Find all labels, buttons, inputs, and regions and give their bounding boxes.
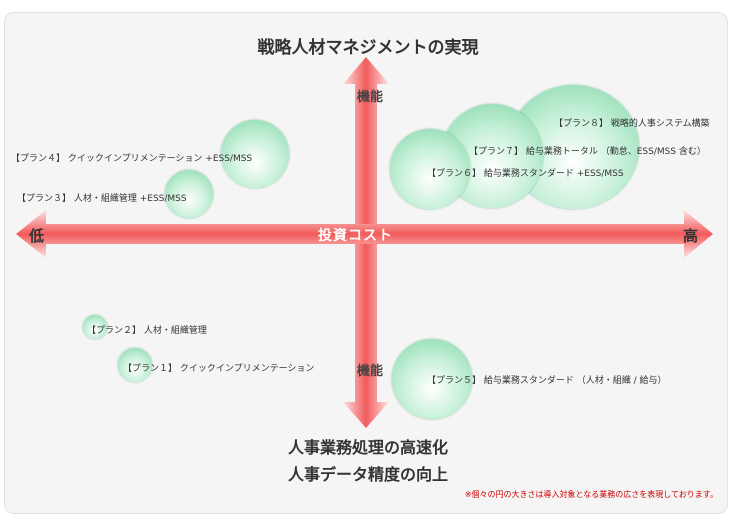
plan-6-label: 【プラン６】 給与業務スタンダード +ESS/MSS	[427, 169, 624, 179]
bubble-plan-3	[165, 170, 213, 218]
bubble-plan-1	[118, 348, 152, 382]
plan-8-label: 【プラン８】 戦略的人事システム構築	[554, 119, 710, 129]
bubble-plan-6	[390, 129, 470, 209]
footnote: ※個々の円の大きさは導入対象となる業務の広さを表現しております。	[464, 490, 718, 499]
axis-label-function-top: 機能	[357, 90, 384, 105]
axis-label-high: 高	[683, 227, 699, 245]
title-data-accuracy: 人事データ精度の向上	[287, 465, 448, 484]
plan-4-label: 【プラン４】 クイックインプリメンテーション +ESS/MSS	[11, 154, 253, 164]
title-strategic-hr: 戦略人材マネジメントの実現	[257, 38, 479, 58]
plan-3-label: 【プラン３】 人材・組織管理 +ESS/MSS	[17, 194, 187, 204]
plan-5-label: 【プラン５】 給与業務スタンダード （人材・組織 / 給与）	[427, 376, 667, 386]
plan-2-label: 【プラン２】 人材・組織管理	[87, 326, 207, 336]
axis-label-function-bottom: 機能	[357, 364, 384, 379]
plan-1-label: 【プラン１】 クイックインプリメンテーション	[123, 364, 315, 374]
horizontal-arrow	[16, 210, 713, 258]
bubble-plan-5	[392, 339, 472, 419]
bubble-plan-4	[221, 120, 289, 188]
plan-7-label: 【プラン７】 給与業務トータル （勤怠、ESS/MSS 含む）	[469, 147, 706, 157]
axis-label-low: 低	[29, 227, 45, 245]
bubble-plan-2	[83, 315, 107, 339]
title-processing-speed: 人事業務処理の高速化	[287, 438, 448, 457]
axis-label-investment-cost: 投資コスト	[318, 228, 393, 244]
